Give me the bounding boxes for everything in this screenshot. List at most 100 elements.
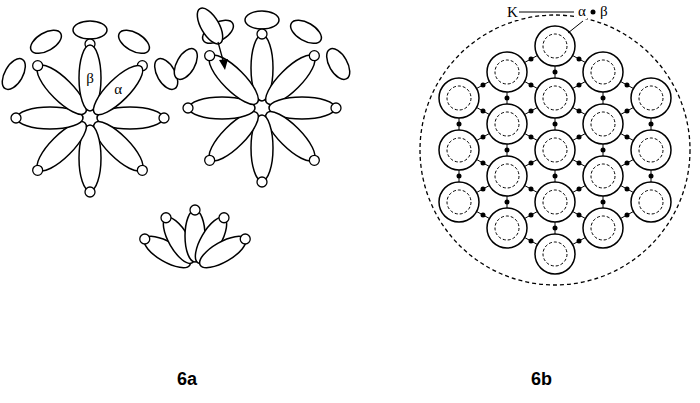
link-dot — [457, 174, 462, 179]
inner-circle — [639, 138, 663, 162]
link-dot — [577, 109, 582, 114]
tip-circle — [257, 177, 267, 187]
inner-circle — [495, 164, 519, 188]
tip-circle — [240, 234, 250, 244]
tip-circle — [11, 113, 21, 123]
link-dot — [529, 109, 534, 114]
link-dot — [553, 174, 558, 179]
tip-circle — [137, 165, 147, 175]
link-line — [621, 82, 634, 89]
link-line — [525, 134, 538, 141]
inner-circle — [543, 242, 567, 266]
link-line — [621, 212, 634, 219]
peripheral-ellipse — [245, 11, 279, 29]
complex-circle — [631, 78, 671, 118]
link-line — [573, 82, 586, 89]
link-dot — [649, 122, 654, 127]
subunit-ellipse — [195, 230, 250, 273]
tip-circle — [33, 61, 43, 71]
link-line — [477, 108, 490, 115]
alpha-subunit: α — [85, 57, 151, 123]
inner-circle — [543, 34, 567, 58]
tip-circle — [331, 103, 341, 113]
complex-circle — [487, 104, 527, 144]
tip-circle — [33, 165, 43, 175]
inner-circle — [591, 60, 615, 84]
inner-circle — [639, 86, 663, 110]
complex-circle — [439, 130, 479, 170]
tip-circle — [159, 113, 169, 123]
link-line — [621, 160, 634, 167]
inner-circle — [495, 60, 519, 84]
link-line — [525, 238, 538, 245]
link-dot — [529, 187, 534, 192]
free-subunit — [192, 4, 228, 48]
link-dot — [577, 83, 582, 88]
inner-circle — [591, 112, 615, 136]
tip-circle — [161, 213, 171, 223]
link-line — [525, 82, 538, 89]
tip-circle — [190, 205, 200, 215]
tip-circle — [140, 234, 150, 244]
subunit-label: α — [114, 82, 122, 97]
link-dot — [553, 70, 558, 75]
link-line — [573, 56, 586, 63]
link-dot — [625, 187, 630, 192]
complex-circle — [631, 130, 671, 170]
tip-circle — [309, 51, 319, 61]
complex-circle — [487, 156, 527, 196]
link-dot — [577, 57, 582, 62]
link-dot — [625, 213, 630, 218]
link-dot — [625, 135, 630, 140]
link-dot — [649, 174, 654, 179]
complex-circle — [535, 234, 575, 274]
link-dot — [505, 148, 510, 153]
link-line — [525, 56, 538, 63]
inner-circle — [639, 190, 663, 214]
peripheral-ellipse — [287, 15, 325, 48]
link-line — [621, 186, 634, 193]
inner-circle — [447, 138, 471, 162]
figure-number: 6a — [176, 370, 198, 388]
link-line — [621, 108, 634, 115]
leader-line — [519, 12, 574, 13]
tip-circle — [309, 155, 319, 165]
link-line — [477, 82, 490, 89]
subunit-ellipse — [87, 59, 149, 121]
subunit-label: α — [577, 4, 587, 19]
link-dot — [481, 83, 486, 88]
inner-circle — [495, 112, 519, 136]
link-dot — [481, 213, 486, 218]
link-dot — [529, 239, 534, 244]
link-line — [621, 134, 634, 141]
link-line — [525, 160, 538, 167]
link-dot — [457, 122, 462, 127]
complex-circle — [535, 130, 575, 170]
link-dot — [553, 226, 558, 231]
peripheral-ellipse — [27, 25, 65, 58]
link-dot — [625, 109, 630, 114]
complex-circle — [583, 104, 623, 144]
link-dot — [529, 161, 534, 166]
link-line — [573, 212, 586, 219]
link-dot — [481, 109, 486, 114]
inner-circle — [591, 216, 615, 240]
tip-circle — [85, 187, 95, 197]
link-line — [477, 212, 490, 219]
arrow-head — [219, 59, 228, 70]
link-dot — [601, 200, 606, 205]
link-dot — [577, 239, 582, 244]
link-dot — [625, 161, 630, 166]
link-dot — [625, 83, 630, 88]
inner-circle — [447, 190, 471, 214]
tip-circle — [257, 29, 267, 39]
link-dot — [529, 135, 534, 140]
link-line — [573, 134, 586, 141]
inner-circle — [591, 164, 615, 188]
inner-circle — [495, 216, 519, 240]
link-dot — [577, 187, 582, 192]
complex-circle — [439, 182, 479, 222]
link-line — [525, 212, 538, 219]
